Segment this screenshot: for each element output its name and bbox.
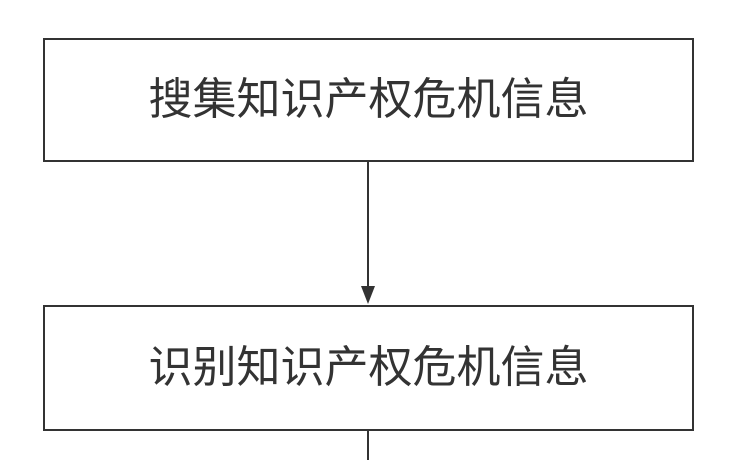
process-box-collect-label: 搜集知识产权危机信息 xyxy=(148,74,589,125)
process-box-identify-label: 识别知识产权危机信息 xyxy=(148,342,589,393)
process-box-collect: 搜集知识产权危机信息 xyxy=(43,38,694,162)
process-box-identify: 识别知识产权危机信息 xyxy=(43,305,694,431)
arrow-1-head xyxy=(361,286,375,304)
